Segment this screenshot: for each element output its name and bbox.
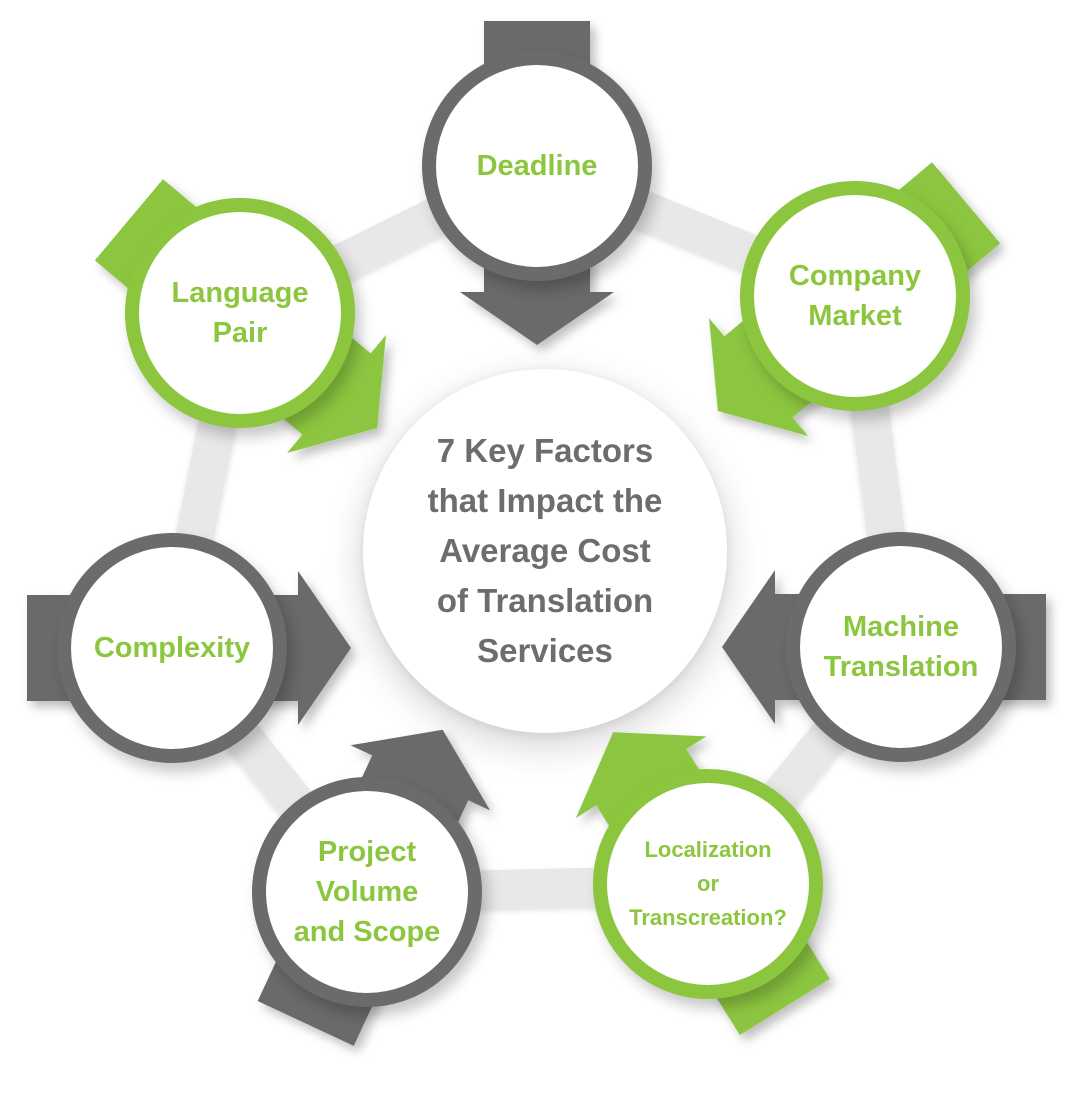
factor-label: Company Market — [789, 256, 921, 336]
factor-label: Machine Translation — [824, 607, 979, 687]
title-line: that Impact the — [427, 482, 663, 519]
factor-label-line: Transcreation? — [629, 905, 787, 930]
factor-node-project-volume-and-scope: Project Volume and Scope — [252, 777, 482, 1007]
factor-label-line: Deadline — [476, 150, 598, 182]
factor-label-line: Localization — [644, 837, 772, 862]
factor-label-line: Pair — [212, 317, 268, 349]
factor-label: Localization or Transcreation? — [629, 833, 787, 935]
factor-label-line: Language — [171, 277, 309, 309]
title-line: Average Cost — [439, 532, 651, 569]
diagram-title: 7 Key Factors that Impact the Average Co… — [428, 426, 663, 676]
factor-label: Deadline — [477, 146, 598, 186]
factor-node-localization-or-transcreation: Localization or Transcreation? — [593, 769, 823, 999]
factor-label-line: and Scope — [293, 916, 441, 948]
factor-node-machine-translation: Machine Translation — [786, 532, 1016, 762]
factor-label: Language Pair — [172, 273, 309, 353]
factor-node-language-pair: Language Pair — [125, 198, 355, 428]
title-line: Services — [477, 632, 613, 669]
factor-label: Complexity — [94, 628, 250, 668]
factor-label-line: or — [697, 871, 719, 896]
factor-label-line: Machine — [842, 611, 959, 643]
factor-label: Project Volume and Scope — [294, 832, 441, 952]
factor-label-line: Company — [788, 260, 922, 292]
title-line: 7 Key Factors — [436, 432, 654, 469]
factor-label-line: Translation — [823, 651, 979, 683]
factor-label-line: Volume — [315, 876, 419, 908]
factor-label-line: Project — [317, 836, 417, 868]
factor-node-complexity: Complexity — [57, 533, 287, 763]
factor-node-company-market: Company Market — [740, 181, 970, 411]
factor-node-deadline: Deadline — [422, 51, 652, 281]
factor-label-line: Market — [808, 300, 902, 332]
title-line: of Translation — [436, 582, 654, 619]
center-circle: 7 Key Factors that Impact the Average Co… — [363, 369, 727, 733]
factor-label-line: Complexity — [93, 632, 251, 664]
